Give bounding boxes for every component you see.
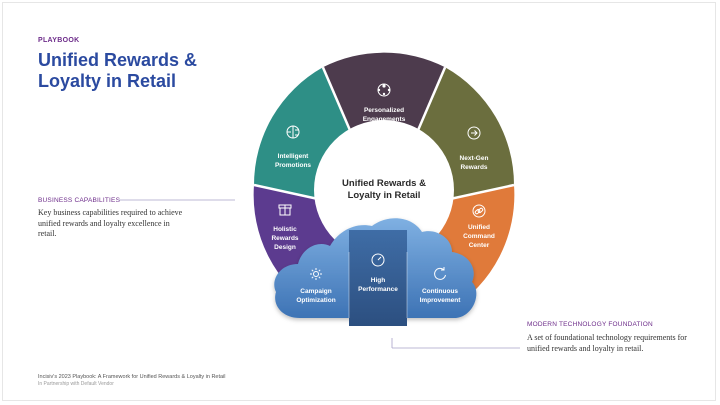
slide-frame (2, 2, 716, 401)
personalization-icon (377, 83, 391, 97)
business-capabilities-text: Key business capabilities required to ac… (38, 208, 183, 238)
foundation-label-improvement: Improvement (420, 297, 462, 304)
arrow-right-circle-icon (467, 126, 481, 140)
business-capabilities-label: BUSINESS CAPABILITIES (38, 197, 121, 204)
gift-icon (278, 204, 292, 216)
segment-label-intelligent: Intelligent (278, 153, 310, 160)
eyebrow-label: PLAYBOOK (38, 37, 80, 44)
segment-label-center: Center (469, 242, 490, 249)
brain-icon (286, 125, 300, 139)
link-icon (472, 204, 486, 218)
segment-label-design: Design (274, 244, 296, 251)
foundation-label-high: High (371, 277, 385, 284)
segment-label-unified: Unified (468, 224, 490, 231)
segment-label-rewards: Rewards (460, 164, 487, 171)
high-performance-pillar (349, 230, 407, 326)
footer-citation: Incisiv's 2023 Playbook: A Framework for… (38, 374, 226, 380)
page-title: Unified Rewards & Loyalty in Retail (38, 50, 198, 91)
foundation-label-performance: Performance (358, 286, 398, 293)
foundation-label-continuous: Continuous (422, 288, 458, 295)
segment-label-holistic: Holistic (273, 226, 297, 233)
foundation-label-campaign: Campaign (300, 288, 331, 295)
refresh-icon (434, 267, 446, 280)
technology-foundation-text: A set of foundational technology require… (527, 333, 687, 353)
segment-label-rewards-2: Rewards (271, 235, 298, 242)
segment-label-promotions: Promotions (275, 162, 311, 169)
technology-foundation-label: MODERN TECHNOLOGY FOUNDATION (527, 321, 653, 328)
center-title-line2: Loyalty in Retail (348, 190, 421, 201)
segment-label-personalized: Personalized (364, 107, 404, 114)
center-title-line1: Unified Rewards & (342, 178, 426, 189)
footer-partnership: In Partnership with Default Vendor (38, 381, 114, 387)
segment-label-command: Command (463, 233, 495, 240)
segment-label-next-gen: Next-Gen (460, 155, 489, 162)
center-circle (314, 120, 454, 260)
segment-personalized-engagements (322, 52, 446, 146)
speedometer-icon (371, 253, 385, 267)
segment-label-engagements: Engagements (363, 116, 406, 123)
gear-icon (310, 268, 322, 280)
foundation-label-optimization: Optimization (296, 297, 335, 304)
